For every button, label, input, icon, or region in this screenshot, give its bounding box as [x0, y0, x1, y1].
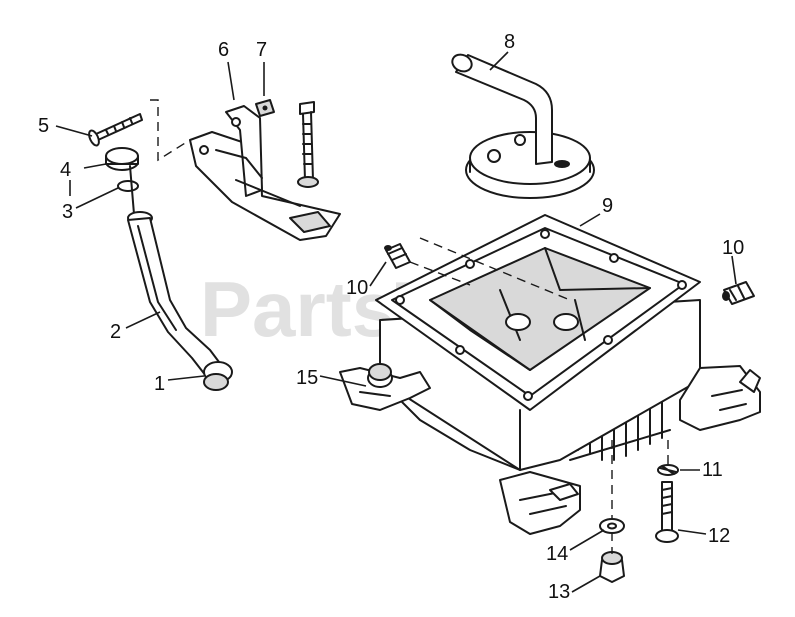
part-6-bracket [189, 105, 341, 241]
part-10-fitting-right [722, 281, 755, 305]
callout-8: 8 [504, 31, 515, 53]
callout-13: 13 [548, 581, 570, 603]
part-9-oil-pan [339, 214, 761, 535]
part-11-lock-washer [657, 464, 679, 476]
callout-11: 11 [702, 459, 723, 481]
callout-9: 9 [602, 195, 613, 217]
callout-15: 15 [296, 367, 318, 389]
part-5-screw [88, 113, 143, 147]
callout-14: 14 [546, 543, 568, 565]
callout-2: 2 [110, 321, 121, 343]
part-1-grommet [203, 361, 233, 391]
callout-6: 6 [218, 39, 229, 61]
callout-1: 1 [154, 373, 165, 395]
part-13-nut [599, 551, 625, 583]
leader-lines [55, 51, 737, 593]
callout-4: 4 [60, 159, 71, 181]
callout-5: 5 [38, 115, 49, 137]
part-7-nut [255, 99, 275, 117]
part-3-o-ring [117, 180, 139, 192]
callout-7: 7 [256, 39, 267, 61]
callout-12: 12 [708, 525, 730, 547]
part-4-dipstick-cap [105, 147, 139, 171]
callout-10-left: 10 [346, 277, 368, 299]
part-12-bolt [655, 481, 679, 543]
alignment-dashes [150, 99, 669, 554]
callout-3: 3 [62, 201, 73, 223]
callout-labels: 5 4 3 2 1 6 7 8 9 10 10 15 11 12 14 13 [38, 31, 744, 603]
callout-10-right: 10 [722, 237, 744, 259]
part-8-breather-tube [451, 53, 595, 199]
bracket-bolt [297, 101, 319, 188]
part-15-plug [367, 363, 393, 388]
